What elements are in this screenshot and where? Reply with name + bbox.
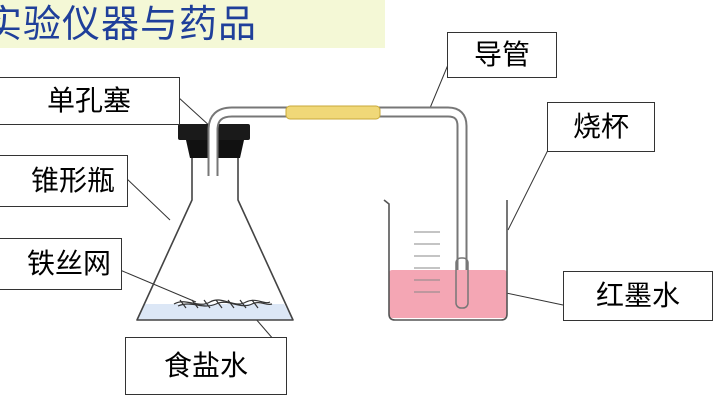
- leader-stopper: [177, 96, 213, 129]
- leader-mesh: [119, 269, 197, 303]
- tube-end: [455, 257, 469, 309]
- leader-beaker: [507, 149, 549, 231]
- rubber-connector: [285, 105, 381, 120]
- label-flask: 锥形瓶: [0, 155, 128, 207]
- salt-water: [137, 304, 293, 320]
- leader-tube: [429, 59, 451, 109]
- leader-salt-water: [254, 317, 275, 341]
- label-salt-water: 食盐水: [125, 337, 287, 395]
- beaker: [383, 199, 508, 321]
- label-tube: 导管: [447, 32, 557, 78]
- beaker-graduations: [414, 231, 440, 293]
- title-bar: 实验仪器与药品: [0, 0, 385, 48]
- slide-title: 实验仪器与药品: [0, 2, 258, 46]
- leader-flask: [125, 177, 171, 221]
- label-beaker: 烧杯: [547, 102, 655, 152]
- conical-flask: [136, 152, 294, 321]
- iron-wire-mesh: [173, 299, 273, 309]
- label-red-ink: 红墨水: [563, 271, 713, 321]
- red-ink: [389, 270, 507, 318]
- label-mesh: 铁丝网: [0, 238, 122, 290]
- label-stopper: 单孔塞: [0, 77, 180, 125]
